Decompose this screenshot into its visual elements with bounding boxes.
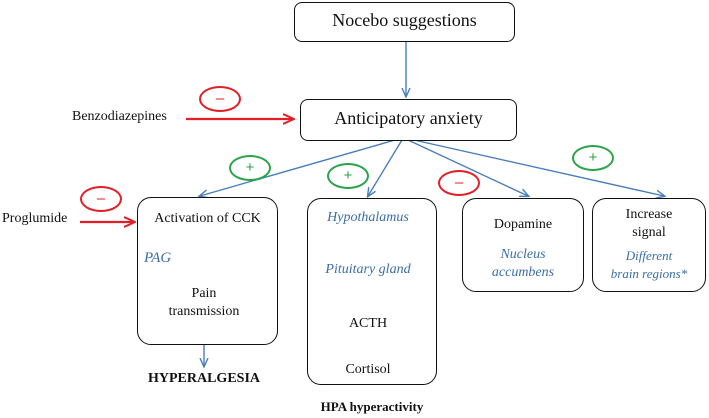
- arrow-anxiety-to-hpa: [368, 139, 403, 196]
- signal-box: [592, 198, 706, 292]
- dopamine-label: Dopamine: [493, 217, 553, 232]
- anxiety-label: Anticipatory anxiety: [334, 108, 483, 128]
- activate-signal-badge: +: [572, 145, 614, 171]
- arrow-anxiety-to-signal: [413, 139, 664, 196]
- pituitary-label: Pituitary gland: [325, 262, 411, 277]
- acth-label: ACTH: [348, 316, 388, 331]
- inhibit-proglumide-badge: –: [80, 186, 122, 212]
- arrow-anxiety-to-dopamine: [407, 139, 528, 196]
- nocebo-box: [294, 2, 515, 42]
- pag-label: PAG: [144, 250, 172, 266]
- increase-signal-line2: signal: [632, 225, 666, 240]
- hpa-hyperactivity-label: HPA hyperactivity: [320, 399, 424, 414]
- pain-label-line1: Pain: [191, 286, 217, 301]
- brain-regions-line1: Different: [625, 248, 673, 263]
- cck-label: Activation of CCK: [154, 211, 261, 226]
- proglumide-label: Proglumide: [2, 211, 68, 226]
- nucleus-label-line2: accumbens: [491, 265, 555, 280]
- hpa-box: [307, 198, 437, 385]
- activate-hpa-badge: +: [327, 163, 369, 189]
- anxiety-box: [300, 99, 517, 141]
- increase-signal-line1: Increase: [625, 207, 673, 222]
- inhibit-benzodiazepines-badge: –: [199, 86, 241, 112]
- pain-label-line2: transmission: [168, 304, 240, 319]
- cortisol-label: Cortisol: [345, 362, 391, 377]
- benzodiazepines-label: Benzodiazepines: [72, 109, 167, 124]
- brain-regions-line2: brain regions*: [610, 266, 688, 281]
- hyperalgesia-label: HYPERALGESIA: [147, 371, 261, 386]
- hypothalamus-label: Hypothalamus: [327, 210, 409, 225]
- inhibit-dopamine-badge: –: [438, 170, 480, 196]
- arrow-anxiety-to-cck: [200, 139, 396, 196]
- nocebo-label: Nocebo suggestions: [332, 10, 477, 30]
- dopamine-box: [462, 198, 584, 292]
- nucleus-label-line1: Nucleus: [500, 247, 546, 262]
- cck-box: [137, 197, 278, 345]
- activate-cck-badge: +: [229, 155, 271, 181]
